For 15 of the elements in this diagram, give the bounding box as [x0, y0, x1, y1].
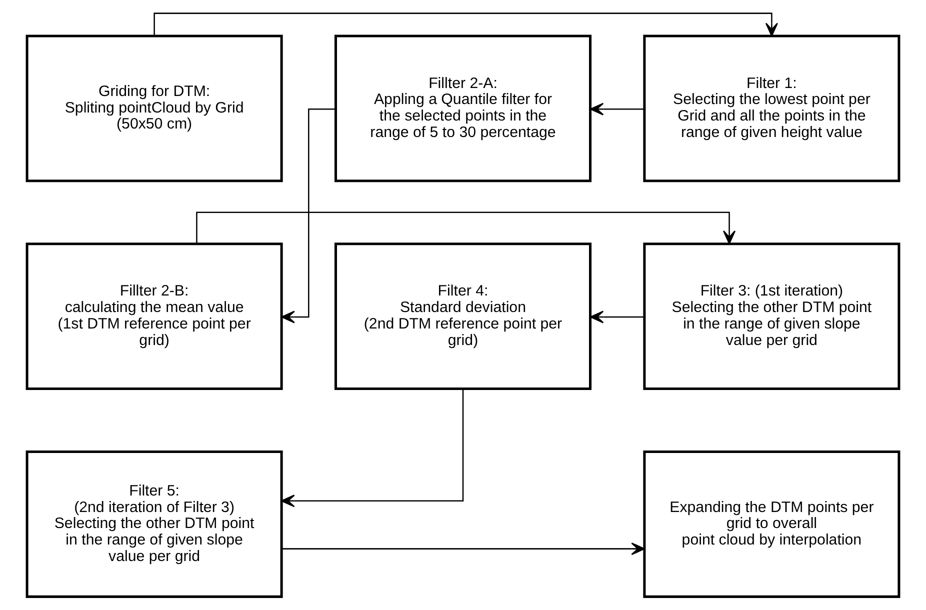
arrow — [281, 389, 464, 508]
node-box: Expanding the DTM points per grid to overall point cloud by interpolation — [643, 450, 900, 598]
arrow — [196, 212, 736, 244]
arrow — [282, 542, 645, 556]
arrow — [590, 310, 644, 324]
node-box: Fillter 2-A: Appling a Quantile filter for the selected points in the range of 5 to 30 percentage — [334, 34, 592, 182]
node-box: Griding for DTM: Spliting pointCloud by Grid (50x50 cm) — [26, 34, 283, 182]
node-box: Filter 4: Standard deviation (2nd DTM reference point per grid) — [334, 242, 592, 390]
arrow — [590, 102, 644, 116]
node-box: Filter 1: Selecting the lowest point per Grid and all the points in the range of given height value — [643, 34, 900, 182]
arrow — [154, 12, 778, 36]
node-box: Filter 5: (2nd iteration of Filter 3) Selecting the other DTM point in the range of given slope value per grid — [26, 450, 283, 598]
arrow — [281, 108, 336, 324]
node-box: Fillter 2-B: calculating the mean value (1st DTM reference point per grid) — [26, 242, 283, 390]
node-box: Filter 3: (1st iteration) Selecting the other DTM point in the range of given slope value per grid — [643, 242, 900, 390]
